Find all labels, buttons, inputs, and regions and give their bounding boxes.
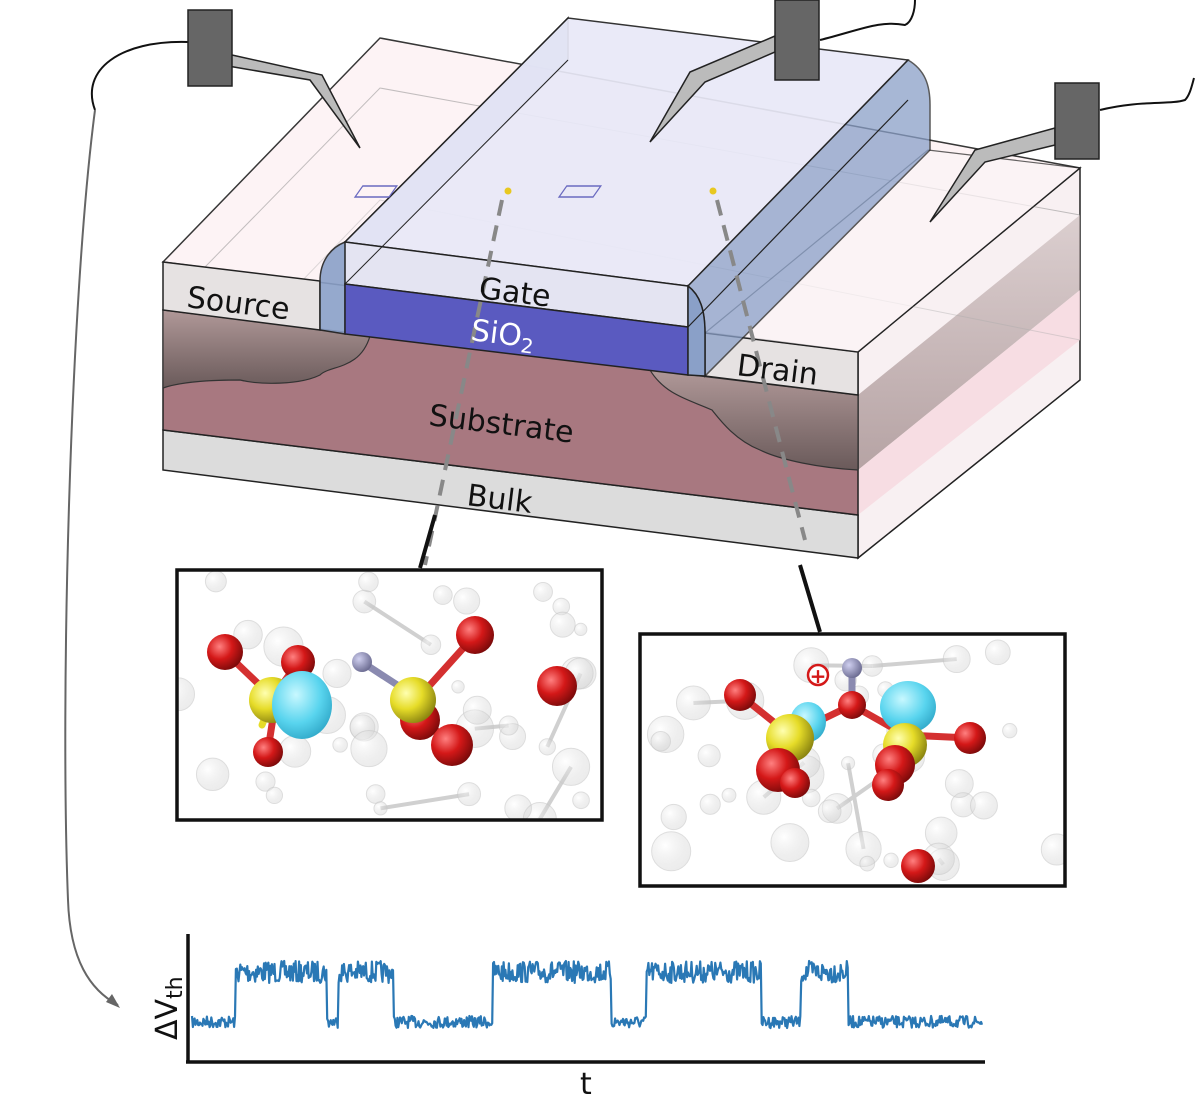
- rtn-trace: [190, 959, 984, 1030]
- lattice-atom: [817, 799, 842, 824]
- defect-marker-2: [557, 185, 603, 198]
- threshold-voltage-plot: ΔVth t: [150, 934, 985, 1099]
- lattice-atom: [675, 685, 711, 721]
- lattice-atom: [572, 791, 590, 810]
- lattice-atom: [233, 619, 263, 650]
- probe-block-3: [1054, 82, 1100, 160]
- orbital-lobe-2: [880, 681, 936, 733]
- lattice-atom: [365, 784, 386, 804]
- lattice-bond: [872, 657, 957, 668]
- lattice-atom: [721, 787, 737, 803]
- lattice-atom: [504, 794, 532, 820]
- lattice-atom: [549, 611, 576, 638]
- lattice-atom: [195, 757, 230, 792]
- lattice-atom: [699, 793, 721, 815]
- lattice-atom: [453, 587, 481, 615]
- orbital-lobe-1: [272, 671, 332, 739]
- inset-defect-charged: +: [638, 632, 1067, 888]
- oxide-label: SiO2: [469, 313, 537, 358]
- lattice-atom: [651, 831, 692, 872]
- lattice-atom: [420, 634, 442, 656]
- gate-label: Gate: [477, 271, 553, 314]
- lattice-atom: [883, 852, 899, 869]
- lattice-atom: [265, 786, 284, 805]
- positive-charge-icon: [806, 663, 830, 687]
- bulk-label: Bulk: [465, 478, 535, 521]
- x-axis-label: t: [580, 1067, 592, 1099]
- lattice-atom: [352, 589, 377, 614]
- defect-marker-1: [353, 185, 399, 198]
- lattice-atom: [451, 680, 465, 694]
- lattice-atom: [861, 655, 883, 677]
- lattice-atom: [942, 645, 971, 674]
- lattice-atom: [433, 585, 453, 605]
- lattice-atom: [278, 735, 312, 768]
- lattice-atom: [204, 570, 227, 593]
- lattice-atom: [660, 803, 687, 831]
- probe-wires: [90, 0, 1195, 111]
- guide-line-1: [423, 199, 504, 566]
- lattice-atom: [498, 715, 519, 736]
- lattice-atom: [551, 747, 591, 786]
- y-axis-label: ΔVth: [150, 976, 188, 1040]
- lattice-bond: [363, 599, 433, 647]
- lattice-atom: [697, 744, 721, 768]
- lattice-atom: [350, 729, 388, 768]
- lattice-atom: [841, 756, 856, 771]
- lattice-atom: [1040, 833, 1065, 866]
- lattice-atom: [358, 571, 379, 593]
- device-block: Source Gate SiO2 Drain Substrate Bulk: [161, 16, 1082, 566]
- lattice-atom: [332, 737, 348, 753]
- lattice-atom: [944, 769, 974, 798]
- inset-defect-neutral: [175, 568, 604, 822]
- lattice-atom: [373, 801, 388, 816]
- molecule-2: +: [724, 658, 986, 883]
- lattice-atom: [457, 782, 482, 807]
- lattice-atom: [859, 855, 876, 872]
- charge-symbol: +: [810, 664, 827, 688]
- arrow-head-icon: [106, 994, 120, 1008]
- drain-region: [648, 369, 859, 471]
- lattice-atom: [255, 771, 276, 792]
- lattice-bond: [380, 792, 470, 811]
- molecule-1: [207, 616, 577, 767]
- probe-block-2: [774, 0, 820, 81]
- guide-line-2: [715, 199, 807, 541]
- lattice-atom: [801, 788, 821, 808]
- lattice-atom: [1002, 723, 1018, 739]
- lattice-atom: [770, 823, 810, 863]
- lattice-atom: [984, 639, 1011, 666]
- lattice-atom: [533, 582, 553, 602]
- lattice-atom: [538, 738, 556, 756]
- lattice-atom: [650, 730, 671, 752]
- probes: [187, 0, 1100, 223]
- lattice-atom: [969, 791, 998, 820]
- probe-block-1: [187, 9, 233, 87]
- lattice-atom: [462, 695, 492, 725]
- lattice-atom: [322, 658, 352, 688]
- signal-arrow: [64, 109, 119, 1006]
- lattice-atom: [574, 622, 588, 637]
